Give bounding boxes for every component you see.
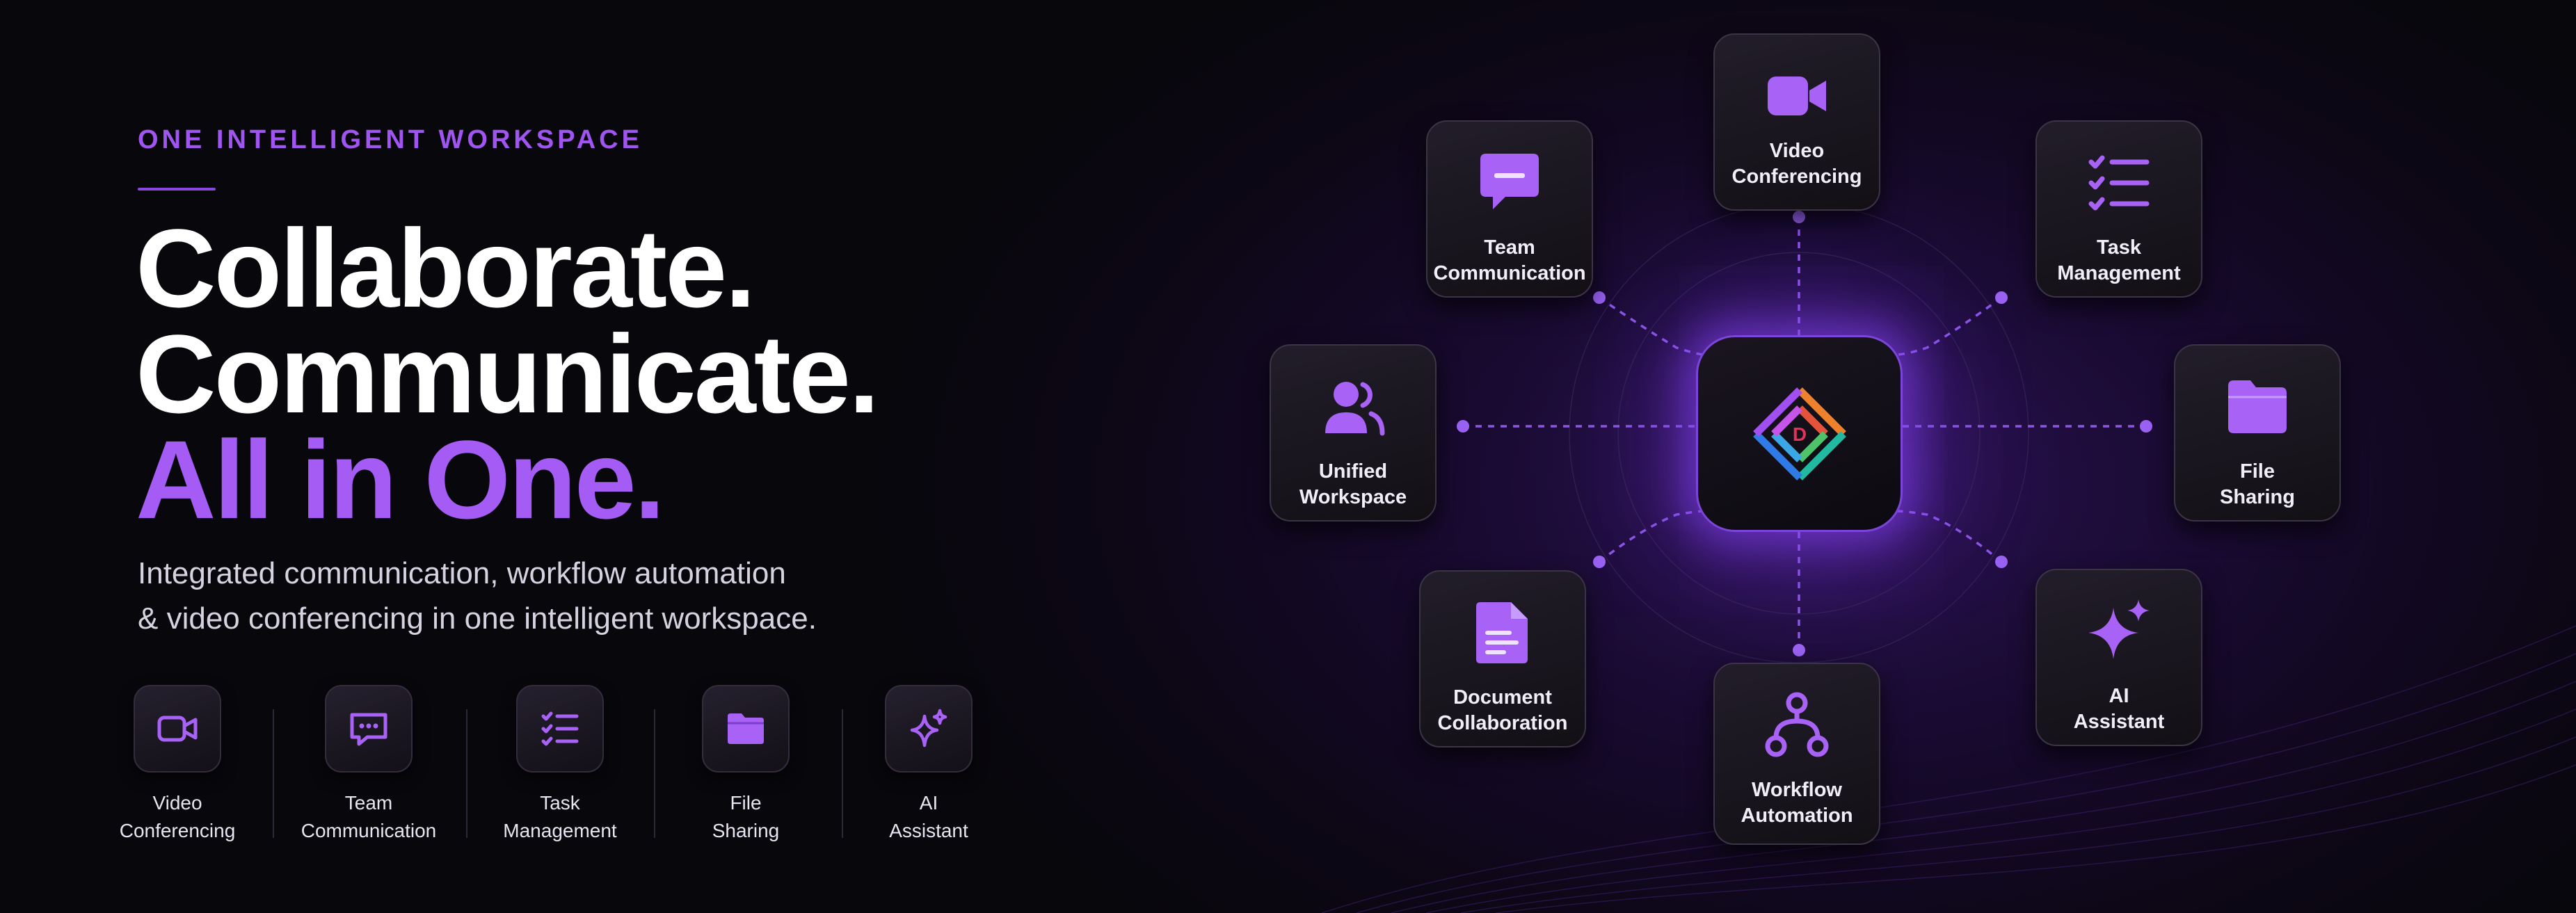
feature-divider xyxy=(842,709,843,838)
node-label-line-2: Sharing xyxy=(2220,486,2295,508)
node-label-line-2: Conferencing xyxy=(1731,165,1862,188)
subtitle-line-1: Integrated communication, workflow autom… xyxy=(138,556,786,590)
feature-label-line-2: Conferencing xyxy=(119,820,236,841)
eyebrow-divider xyxy=(138,188,216,191)
node-label: File Sharing xyxy=(2175,459,2339,510)
node-label: Workflow Automation xyxy=(1715,777,1879,829)
node-video-conferencing: Video Conferencing xyxy=(1713,33,1880,211)
sparkle-icon xyxy=(2088,599,2150,659)
node-label: Task Management xyxy=(2037,235,2201,286)
feature-divider xyxy=(466,709,467,838)
feature-team-communication: Team Communication xyxy=(278,685,459,845)
checklist-icon xyxy=(2088,155,2150,211)
node-label-line-2: Workspace xyxy=(1299,486,1407,508)
feature-label-line-1: Task xyxy=(540,792,580,814)
node-label-line-1: Workflow xyxy=(1752,779,1842,801)
headline-line-1: Collaborate. xyxy=(136,206,756,330)
video-camera-icon xyxy=(157,716,198,742)
folder-icon xyxy=(728,713,764,744)
feature-label-line-1: AI xyxy=(919,792,938,814)
chat-bubble-icon xyxy=(350,713,387,746)
node-label: Video Conferencing xyxy=(1715,138,1879,190)
feature-label-line-2: Sharing xyxy=(712,820,780,841)
node-label: Team Communication xyxy=(1427,235,1592,286)
node-label-line-1: Unified xyxy=(1318,460,1388,483)
feature-tile xyxy=(325,685,413,773)
feature-divider xyxy=(273,709,274,838)
feature-label-line-1: Team xyxy=(344,792,393,814)
node-document-collaboration: Document Collaboration xyxy=(1419,570,1586,748)
feature-tile xyxy=(516,685,604,773)
feature-video-conferencing: Video Conferencing xyxy=(87,685,268,845)
node-team-communication: Team Communication xyxy=(1426,120,1593,298)
eyebrow-text: ONE INTELLIGENT WORKSPACE xyxy=(138,125,643,154)
node-label-line-1: File xyxy=(2240,460,2275,483)
node-file-sharing: File Sharing xyxy=(2174,344,2341,522)
node-unified-workspace: Unified Workspace xyxy=(1270,344,1437,522)
feature-ai-assistant: AI Assistant xyxy=(838,685,1019,845)
folder-icon xyxy=(2228,380,2287,433)
node-task-management: Task Management xyxy=(2035,120,2202,298)
headline-line-3: All in One. xyxy=(136,417,665,542)
node-label-line-1: Document xyxy=(1453,686,1552,709)
node-label: Document Collaboration xyxy=(1421,685,1585,736)
feature-label-line-2: Communication xyxy=(301,820,437,841)
feature-label: Video Conferencing xyxy=(87,789,268,845)
document-icon xyxy=(1476,602,1528,663)
subtitle-line-2: & video conferencing in one intelligent … xyxy=(138,601,817,636)
feature-task-management: Task Management xyxy=(470,685,650,845)
users-icon xyxy=(1325,382,1385,436)
feature-label: Team Communication xyxy=(278,789,459,845)
node-label-line-2: Management xyxy=(2057,262,2181,284)
feature-divider xyxy=(654,709,655,838)
headline-line-2: Communicate. xyxy=(136,312,879,436)
feature-label: AI Assistant xyxy=(838,789,1019,845)
node-label-line-1: Video xyxy=(1769,140,1825,162)
feature-label: File Sharing xyxy=(655,789,836,845)
feature-label-line-2: Assistant xyxy=(889,820,968,841)
workflow-icon xyxy=(1765,692,1829,757)
node-label-line-1: Task xyxy=(2097,236,2141,259)
app-logo-icon: D xyxy=(1752,387,1846,480)
feature-tile xyxy=(702,685,790,773)
video-camera-icon xyxy=(1768,76,1826,115)
node-label-line-1: AI xyxy=(2109,685,2129,707)
feature-label-line-1: File xyxy=(730,792,762,814)
checklist-icon xyxy=(541,711,579,746)
hub-logo-tile: D xyxy=(1696,335,1903,532)
node-label-line-2: Collaboration xyxy=(1437,712,1568,734)
node-label: Unified Workspace xyxy=(1271,459,1435,510)
node-workflow-automation: Workflow Automation xyxy=(1713,663,1880,845)
node-label-line-2: Communication xyxy=(1433,262,1586,284)
chat-bubble-icon xyxy=(1480,154,1539,209)
logo-letter: D xyxy=(1792,423,1806,445)
feature-label: Task Management xyxy=(470,789,650,845)
feature-tile xyxy=(885,685,973,773)
feature-tile xyxy=(134,685,221,773)
headline: Collaborate. Communicate. All in One. xyxy=(136,206,879,542)
node-label: AI Assistant xyxy=(2037,684,2201,735)
subtitle: Integrated communication, workflow autom… xyxy=(138,551,938,641)
feature-file-sharing: File Sharing xyxy=(655,685,836,845)
node-label-line-1: Team xyxy=(1484,236,1535,259)
node-label-line-2: Assistant xyxy=(2073,711,2165,733)
feature-label-line-2: Management xyxy=(503,820,617,841)
sparkle-icon xyxy=(910,709,947,748)
feature-label-line-1: Video xyxy=(152,792,202,814)
node-ai-assistant: AI Assistant xyxy=(2035,569,2202,746)
node-label-line-2: Automation xyxy=(1741,805,1853,827)
